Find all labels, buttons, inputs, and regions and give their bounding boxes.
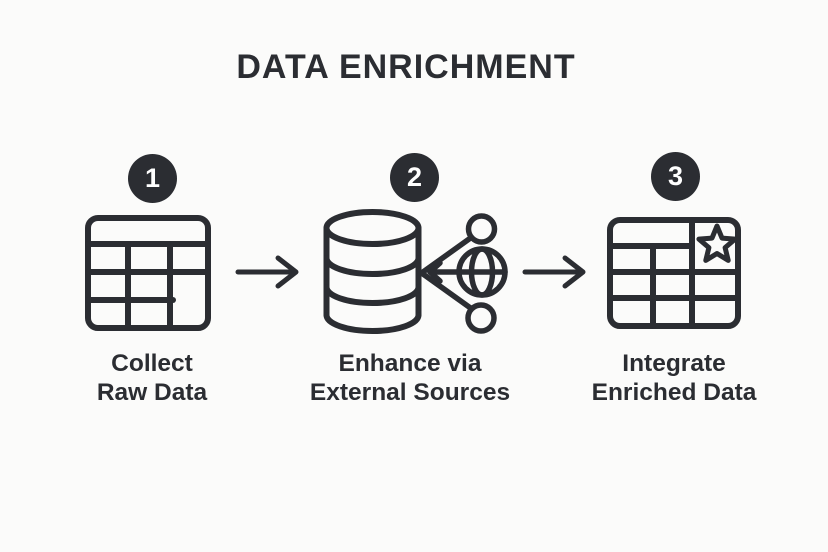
step-3-number-badge: 3 — [651, 152, 700, 201]
step-1-number-badge: 1 — [128, 154, 177, 203]
raw-data-table-icon — [85, 215, 211, 331]
right-arrow-icon — [522, 255, 586, 289]
step-3-number: 3 — [667, 161, 684, 191]
step-1-label-line1: Collect — [111, 350, 193, 377]
step-3-label: Integrate Enriched Data — [554, 349, 794, 407]
step-1-number: 1 — [144, 163, 161, 193]
star-icon — [696, 223, 738, 263]
node-circle-top — [465, 213, 498, 245]
left-arrow-into-database-icon — [427, 260, 508, 284]
step-3-label-line1: Integrate — [622, 350, 726, 377]
step-3-label-line2: Enriched Data — [591, 379, 757, 406]
step-1-label-line2: Raw Data — [96, 379, 208, 406]
right-arrow-icon — [235, 255, 299, 289]
step-1-label: Collect Raw Data — [32, 349, 272, 407]
node-circle-bottom — [465, 302, 497, 334]
step-2-label: Enhance via External Sources — [290, 349, 530, 407]
database-icon — [323, 209, 422, 334]
step-2-number-badge: 2 — [390, 153, 439, 202]
database-external-sources-icon — [323, 209, 508, 334]
enriched-table-star-icon — [607, 217, 741, 329]
page-title: DATA ENRICHMENT — [236, 48, 576, 86]
external-network-icon — [420, 213, 508, 334]
step-2-label-line1: Enhance via — [338, 350, 482, 377]
step-2-label-line2: External Sources — [309, 379, 511, 406]
step-2-number: 2 — [406, 162, 423, 192]
